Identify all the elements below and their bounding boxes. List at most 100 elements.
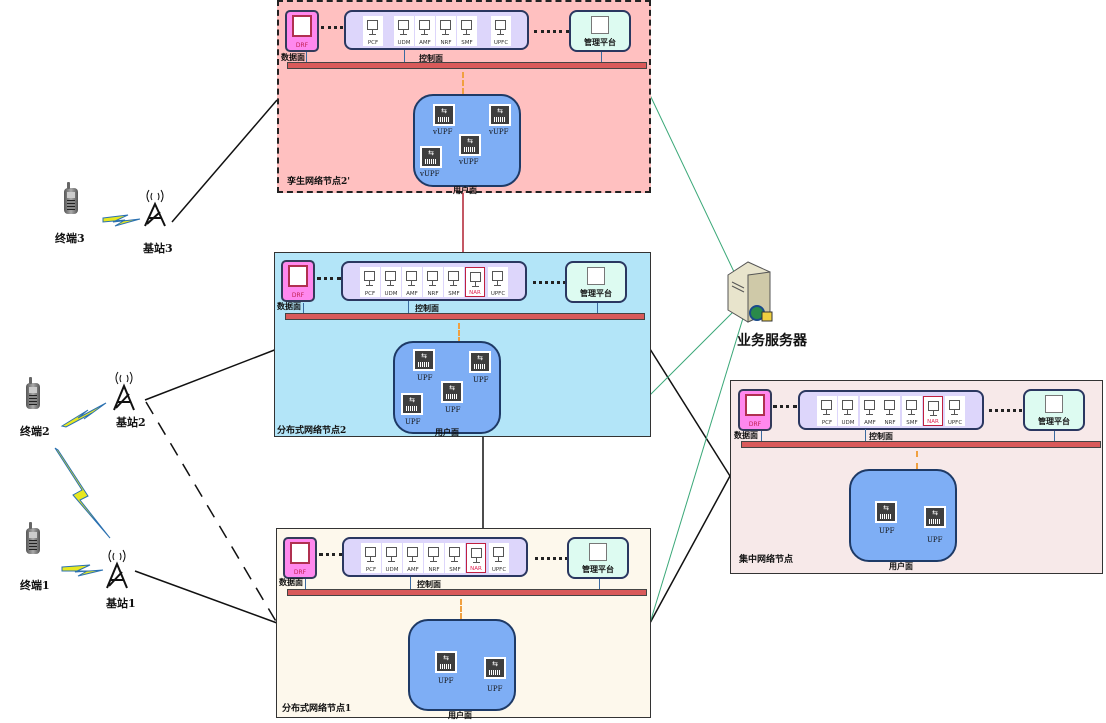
- terminal-2-label: 终端2: [20, 425, 50, 438]
- base-station-2-label: 基站2: [116, 416, 146, 429]
- control-plane-label: 控制面: [419, 53, 443, 63]
- user-plane: ⇆ UPF ⇆ UPF ⇆ UPF ⇆ UPF: [393, 341, 501, 434]
- data-plane-label: 数据面: [277, 301, 301, 311]
- nf-udm[interactable]: UDM: [394, 16, 414, 46]
- nf-nrf[interactable]: NRF: [880, 396, 900, 426]
- nf-nar[interactable]: NAR: [466, 543, 486, 573]
- user-plane: ⇆ UPF ⇆ UPF: [849, 469, 957, 562]
- control-plane: PCF UDM AMF NRF SMF UPFC: [344, 10, 529, 50]
- wireless-link-2-1: [54, 447, 111, 539]
- drf-box: DRF: [281, 260, 315, 302]
- user-plane-label: 用户面: [435, 427, 459, 437]
- control-plane: PCF UDM AMF NRF SMF NAR UPFC: [341, 261, 527, 301]
- tower-icon-1: [106, 549, 128, 589]
- drf-box: DRF: [283, 537, 317, 579]
- control-plane: PCF UDM AMF NRF SMF NAR UPFC: [342, 537, 528, 577]
- nf-upfc[interactable]: UPFC: [491, 16, 511, 46]
- upf-icon[interactable]: ⇆: [875, 501, 897, 523]
- nf-amf[interactable]: AMF: [415, 16, 435, 46]
- control-plane-label: 控制面: [415, 303, 439, 313]
- upf-icon[interactable]: ⇆: [433, 104, 455, 126]
- user-plane-label: 用户面: [453, 185, 477, 195]
- mgmt-icon: [587, 267, 605, 285]
- mgmt-icon: [589, 543, 607, 561]
- control-plane: PCF UDM AMF NRF SMF NAR UPFC: [798, 390, 984, 430]
- user-plane: ⇆ UPF ⇆ UPF: [408, 619, 516, 711]
- nf-pcf[interactable]: PCF: [360, 267, 380, 297]
- phone-icon: [26, 377, 40, 409]
- nf-nar[interactable]: NAR: [465, 267, 485, 297]
- link-bs3-node2prime: [171, 99, 278, 223]
- network-node-distributed-2: DRF 数据面 PCF UDM AMF NRF SMF NAR UPFC 控制面…: [274, 252, 651, 437]
- nf-pcf[interactable]: PCF: [361, 543, 381, 573]
- nf-upfc[interactable]: UPFC: [489, 543, 509, 573]
- tower-icon-3: [144, 189, 166, 227]
- nf-nrf[interactable]: NRF: [423, 267, 443, 297]
- node-title: 分布式网络节点1: [282, 704, 352, 714]
- terminal-1[interactable]: [26, 522, 40, 554]
- phone-icon: [64, 182, 78, 214]
- upf-icon[interactable]: ⇆: [459, 134, 481, 156]
- upf-icon[interactable]: ⇆: [924, 506, 946, 528]
- drf-icon: [745, 394, 765, 416]
- link-server-node2: [649, 299, 746, 396]
- nf-nrf[interactable]: NRF: [424, 543, 444, 573]
- upf-icon[interactable]: ⇆: [420, 146, 442, 168]
- user-plane: ⇆ vUPF ⇆ vUPF ⇆ vUPF ⇆ vUPF: [413, 94, 521, 187]
- drf-icon: [288, 265, 308, 287]
- data-plane-label: 数据面: [281, 52, 305, 62]
- tower-icon-2: [113, 371, 135, 411]
- mgmt-icon: [1045, 395, 1063, 413]
- drf-box: DRF: [738, 389, 772, 431]
- control-plane-label: 控制面: [417, 579, 441, 589]
- nf-smf[interactable]: SMF: [445, 543, 465, 573]
- base-station-3-label: 基站3: [143, 242, 173, 255]
- user-plane-label: 用户面: [889, 561, 913, 571]
- data-bus: [285, 313, 645, 320]
- upf-icon[interactable]: ⇆: [489, 104, 511, 126]
- nf-smf[interactable]: SMF: [457, 16, 477, 46]
- phone-icon: [26, 522, 40, 554]
- terminal-1-label: 终端1: [20, 579, 50, 592]
- nf-udm[interactable]: UDM: [382, 543, 402, 573]
- nf-amf[interactable]: AMF: [403, 543, 423, 573]
- upf-icon[interactable]: ⇆: [401, 393, 423, 415]
- upf-icon[interactable]: ⇆: [469, 351, 491, 373]
- link-server-node1: [649, 304, 748, 624]
- nf-udm[interactable]: UDM: [838, 396, 858, 426]
- base-station-1-label: 基站1: [106, 597, 136, 610]
- upf-icon[interactable]: ⇆: [441, 381, 463, 403]
- link-node2-central: [649, 348, 731, 477]
- terminal-3[interactable]: [64, 182, 78, 214]
- management-platform[interactable]: 管理平台: [565, 261, 627, 303]
- nf-udm[interactable]: UDM: [381, 267, 401, 297]
- nf-amf[interactable]: AMF: [860, 396, 880, 426]
- node-title: 分布式网络节点2: [277, 426, 347, 436]
- nf-smf[interactable]: SMF: [444, 267, 464, 297]
- nf-nrf[interactable]: NRF: [436, 16, 456, 46]
- wireless-link-3: [102, 214, 141, 227]
- nf-smf[interactable]: SMF: [902, 396, 922, 426]
- nf-amf[interactable]: AMF: [402, 267, 422, 297]
- upf-icon[interactable]: ⇆: [413, 349, 435, 371]
- management-platform[interactable]: 管理平台: [569, 10, 631, 52]
- data-bus: [741, 441, 1101, 448]
- terminal-2[interactable]: [26, 377, 40, 409]
- nf-pcf[interactable]: PCF: [817, 396, 837, 426]
- network-node-central: DRF 数据面 PCF UDM AMF NRF SMF NAR UPFC 控制面…: [730, 380, 1103, 574]
- upf-icon[interactable]: ⇆: [484, 657, 506, 679]
- management-platform[interactable]: 管理平台: [1023, 389, 1085, 431]
- drf-label: DRF: [295, 42, 309, 49]
- nf-nar[interactable]: NAR: [923, 396, 943, 426]
- nf-pcf[interactable]: PCF: [363, 16, 383, 46]
- link-bs2-node2: [144, 348, 278, 401]
- nf-upfc[interactable]: UPFC: [488, 267, 508, 297]
- link-bs2-node1-dashed: [145, 401, 278, 624]
- upf-icon[interactable]: ⇆: [435, 651, 457, 673]
- nf-upfc[interactable]: UPFC: [945, 396, 965, 426]
- management-platform[interactable]: 管理平台: [567, 537, 629, 579]
- data-bus: [287, 589, 647, 596]
- data-bus: [287, 62, 647, 69]
- data-plane-label: 数据面: [734, 430, 758, 440]
